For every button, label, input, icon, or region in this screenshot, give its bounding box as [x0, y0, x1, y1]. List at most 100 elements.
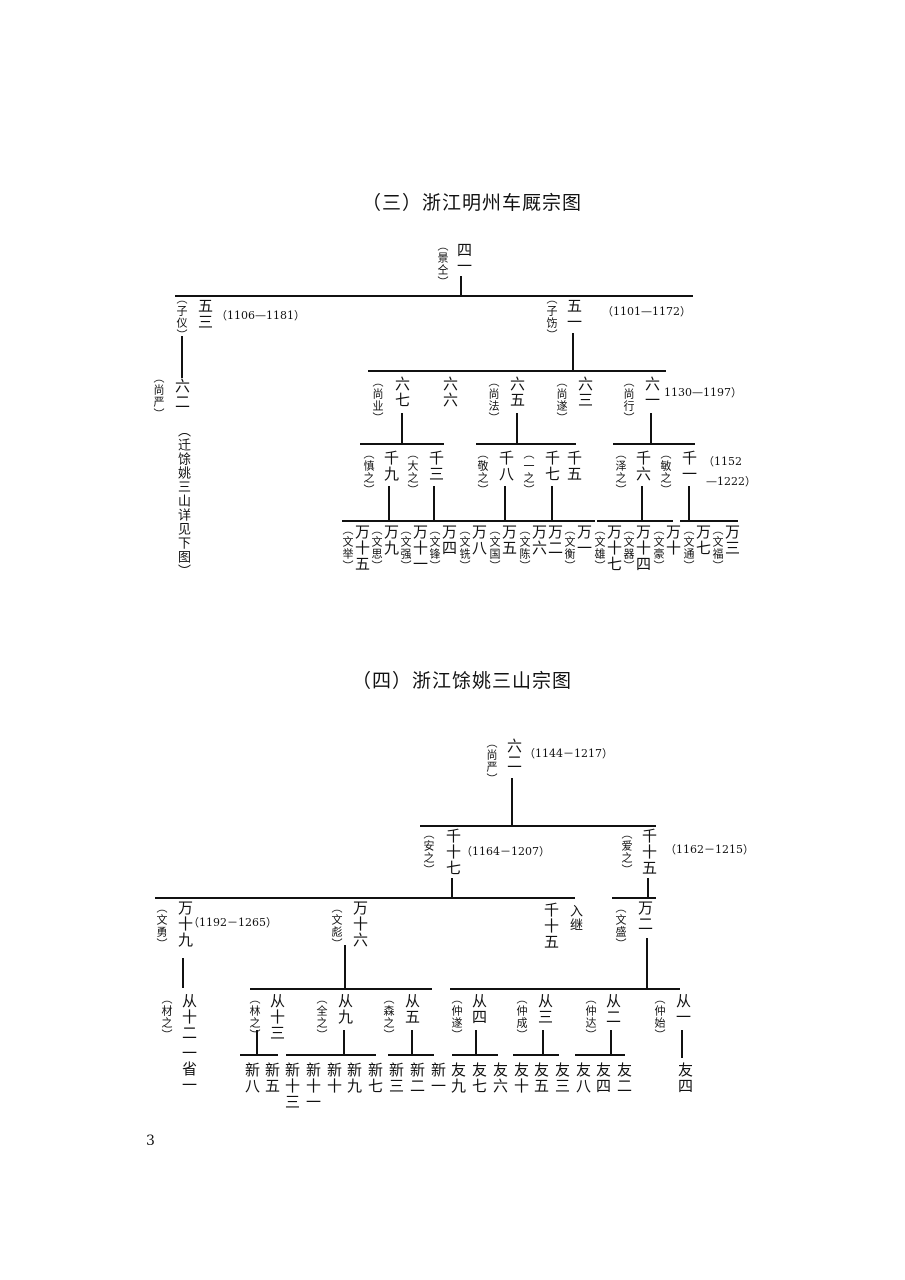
s3-gen3-name: （尚业） [371, 376, 384, 424]
connector [460, 520, 535, 522]
s3-gen5-name: （文衡） [563, 524, 576, 572]
connector [452, 1054, 498, 1056]
s4-bottom-name: 新二 [408, 1062, 426, 1094]
connector [155, 897, 575, 899]
s4-cong-name: （材之） [160, 993, 173, 1041]
s4-cong-name: （林之） [248, 993, 261, 1041]
connector [551, 486, 553, 520]
s3-gen3-years: 1130—1197） [664, 386, 742, 399]
s4-wan16-rank: 万十六 [351, 900, 369, 948]
s4-bottom-name: 新九 [345, 1062, 363, 1094]
s3-gen4-rank: 千三 [427, 450, 445, 482]
s3-gen4-name: （敏之） [659, 448, 672, 496]
s4-bottom-name: 友七 [470, 1062, 488, 1094]
s3-gen5-name: （文铣） [458, 524, 471, 572]
s3-gen5-rank: 万七 [694, 524, 712, 556]
s4-bottom-name: 新十 [325, 1062, 343, 1094]
s4-cong-rank: 从五 [403, 993, 421, 1025]
s3-root-rank: 四一 [455, 242, 473, 274]
s4-cong-rank: 从三 [536, 993, 554, 1025]
s4-bottom-name: 新一 [429, 1062, 447, 1094]
s3-gen4-name: （大之） [406, 448, 419, 496]
s4-root-years: （1144－1217） [524, 747, 613, 760]
s3-gen5-rank: 万二 [546, 524, 564, 556]
connector [680, 520, 738, 522]
s4-wan2-rank: 万二 [636, 900, 654, 932]
connector [681, 1030, 683, 1058]
connector [420, 825, 656, 827]
s4-q17-years: （1164－1207） [461, 845, 550, 858]
s3-gen5-name: （文举） [341, 524, 354, 572]
connector [516, 413, 518, 443]
connector [650, 413, 652, 443]
s4-cong-name: （森之） [382, 993, 395, 1041]
s3-wusan-rank: 五三 [196, 298, 214, 330]
connector [250, 988, 432, 990]
s3-gen3-rank: 六六 [441, 376, 459, 408]
connector [433, 486, 435, 520]
connector [411, 1030, 413, 1054]
s3-gen4-name: （一之） [522, 448, 535, 496]
s4-cong-rank: 从四 [470, 993, 488, 1025]
section3-title: （三）浙江明州车厩宗图 [362, 192, 583, 214]
s3-gen5-rank: 万十七 [605, 524, 623, 572]
s3-wusan-name: （子仪） [175, 293, 188, 341]
s3-gen4-name: （敬之） [476, 448, 489, 496]
s4-wan19-name: （文勇） [155, 902, 168, 950]
connector [368, 370, 666, 372]
s4-cong-name: （仲遂） [450, 993, 463, 1041]
s3-liuer-note: （迁馀姚三山详见下图） [175, 424, 190, 578]
s4-q15-years: （1162－1215） [665, 843, 754, 856]
s3-liuer-rank: 六二 [173, 378, 191, 410]
s4-bottom-name: 友四 [594, 1062, 612, 1094]
s3-gen5-rank: 万五 [500, 524, 518, 556]
s4-q15b-name: 入继 [567, 904, 582, 932]
s3-gen5-name: （文思） [370, 524, 383, 572]
s4-cong-rank: 从二 [604, 993, 622, 1025]
s4-q15b-rank: 千十五 [542, 902, 560, 950]
connector [175, 295, 693, 297]
section4-title: （四）浙江馀姚三山宗图 [352, 670, 573, 692]
connector [476, 443, 576, 445]
connector [451, 878, 453, 898]
s4-bottom-name: 新三 [387, 1062, 405, 1094]
s3-liuer-name: （尚严） [152, 372, 165, 420]
s4-cong-rank: 从九 [336, 993, 354, 1025]
s3-gen5-rank: 万四 [440, 524, 458, 556]
connector [410, 520, 460, 522]
s4-q15-rank: 千十五 [640, 828, 658, 876]
s3-gen4-rank: 千七 [543, 450, 561, 482]
s4-cong-name: （仲始） [653, 993, 666, 1041]
s3-gen4-rank: 千六 [634, 450, 652, 482]
s3-gen4-rank: 千九 [382, 450, 400, 482]
s3-gen3-rank: 六七 [393, 376, 411, 408]
connector [344, 945, 346, 989]
s4-bottom-name: 友三 [553, 1062, 571, 1094]
s4-cong-name: （仲成） [515, 993, 528, 1041]
connector [342, 520, 432, 522]
connector [641, 486, 643, 520]
connector [511, 778, 513, 826]
s3-gen4-name: （慎之） [362, 448, 375, 496]
connector [646, 938, 648, 989]
s3-gen3-rank: 六三 [576, 376, 594, 408]
s4-bottom-name: 友九 [449, 1062, 467, 1094]
connector [647, 878, 649, 898]
s4-bottom-name: 友六 [491, 1062, 509, 1094]
connector [360, 443, 444, 445]
connector [575, 1054, 625, 1056]
s3-gen4-rank: 千一 [680, 450, 698, 482]
s4-cong-name: （全之） [315, 993, 328, 1041]
s4-sheng: 一省一 [180, 1045, 198, 1093]
s3-gen4-years: （1152 [703, 455, 742, 468]
s3-gen5-rank: 万八 [470, 524, 488, 556]
s3-gen4-years: —1222） [706, 475, 756, 488]
connector [475, 1030, 477, 1054]
s4-bottom-name: 友八 [574, 1062, 592, 1094]
s3-gen3-name: （尚法） [487, 376, 500, 424]
connector [613, 443, 695, 445]
s3-gen5-name: （文豪） [652, 524, 665, 572]
s3-gen3-rank: 六五 [508, 376, 526, 408]
connector [460, 276, 462, 296]
s4-wan2-name: （文盛） [614, 902, 627, 950]
